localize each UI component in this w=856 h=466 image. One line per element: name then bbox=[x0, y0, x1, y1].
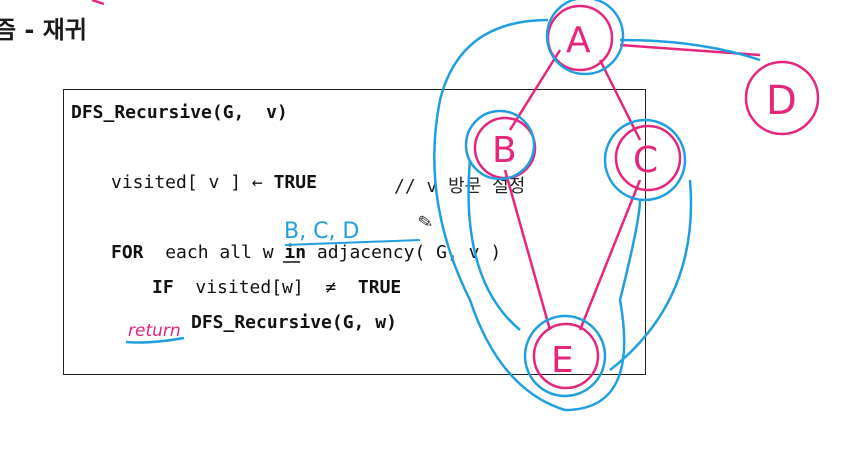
visited-assign-text: visited[ v ] ← bbox=[111, 172, 274, 193]
node-label-a: A bbox=[566, 20, 591, 61]
for-each-text: each all w bbox=[143, 242, 285, 263]
in-keyword: in bbox=[284, 242, 307, 263]
for-line: FOR each all w in adjacency( G, v ) bbox=[111, 242, 501, 263]
if-line: IF visited[w] ≠ TRUE bbox=[152, 277, 401, 298]
pseudocode-box: DFS_Recursive(G, v) visited[ v ] ← TRUE … bbox=[63, 89, 646, 375]
true-keyword: TRUE bbox=[273, 172, 317, 193]
visited-assign-line: visited[ v ] ← TRUE bbox=[111, 172, 317, 193]
node-label-d: D bbox=[766, 78, 797, 124]
adjacency-text: adjacency( G, v ) bbox=[306, 242, 502, 263]
recursive-call: DFS_Recursive(G, w) bbox=[191, 312, 397, 333]
visited-comment: // v 방문 설정 bbox=[394, 176, 526, 197]
function-signature: DFS_Recursive(G, v) bbox=[71, 102, 288, 123]
for-keyword: FOR bbox=[111, 242, 144, 263]
pink-mark bbox=[91, 0, 105, 6]
if-keyword: IF bbox=[152, 277, 174, 298]
if-true-keyword: TRUE bbox=[357, 277, 402, 298]
if-condition-text: visited[w] ≠ bbox=[173, 277, 358, 298]
slide-title: 즘 - 재귀 bbox=[0, 16, 87, 44]
